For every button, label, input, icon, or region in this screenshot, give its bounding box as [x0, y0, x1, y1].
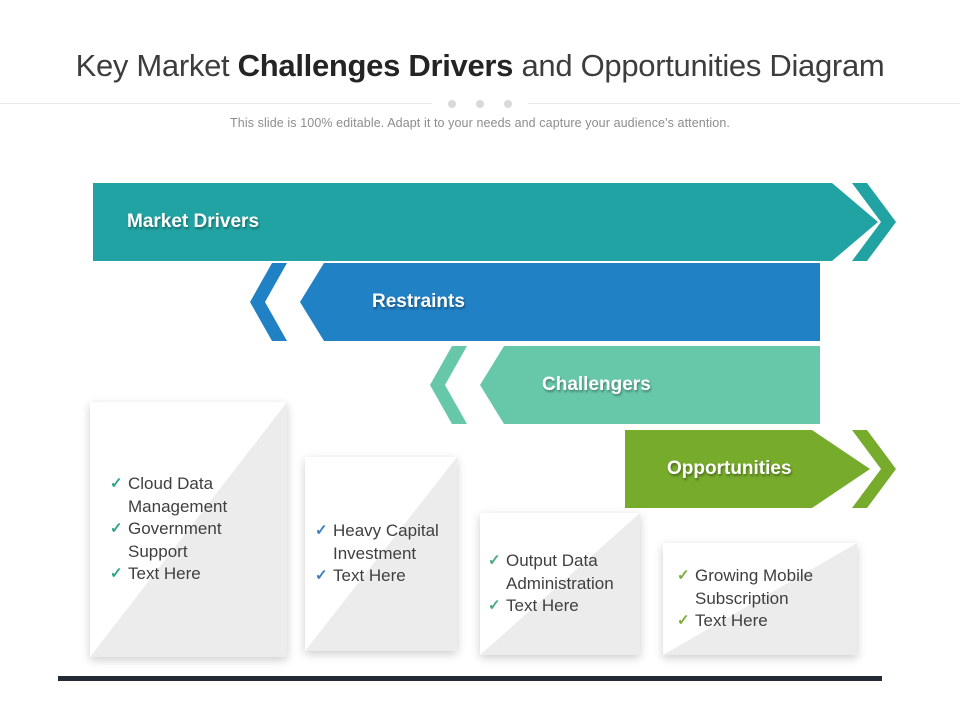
check-icon: ✓ [315, 522, 328, 540]
chevron-left-icon [250, 263, 287, 341]
check-icon: ✓ [315, 567, 328, 585]
card-challengers: ✓ Output Data Administration ✓ Text Here [480, 513, 640, 655]
list-item-text: Text Here [128, 564, 201, 584]
list-item: ✓ Text Here [315, 565, 453, 588]
title-emphasis: Challenges Drivers [237, 48, 514, 83]
list-item: ✓ Cloud Data Management [110, 473, 281, 518]
dot-icon [448, 99, 456, 108]
check-icon: ✓ [677, 567, 690, 585]
check-icon: ✓ [110, 565, 123, 583]
card-item-list: ✓ Growing Mobile Subscription ✓ Text Here [677, 565, 853, 633]
check-icon: ✓ [110, 520, 123, 538]
divider-dots [432, 96, 528, 111]
list-item-text: Cloud Data Management [128, 474, 228, 516]
list-item-text: Text Here [506, 596, 579, 616]
banner-market-drivers: Market Drivers [93, 183, 878, 261]
page-title: Key Market Challenges Drivers and Opport… [0, 48, 960, 84]
banner-restraints: Restraints [300, 263, 820, 341]
list-item: ✓ Text Here [488, 595, 636, 618]
check-icon: ✓ [677, 612, 690, 630]
card-opportunities: ✓ Growing Mobile Subscription ✓ Text Here [663, 543, 857, 655]
chevron-left-icon [430, 346, 467, 424]
banner-opportunities: Opportunities [625, 430, 870, 508]
list-item-text: Text Here [333, 566, 406, 586]
dot-icon [504, 99, 512, 108]
check-icon: ✓ [488, 552, 501, 570]
banner-challengers: Challengers [480, 346, 820, 424]
bottom-rule [58, 676, 882, 681]
title-prefix: Key Market [75, 48, 238, 83]
list-item-text: Government Support [128, 519, 222, 561]
card-market-drivers: ✓ Cloud Data Management ✓ Government Suppo… [90, 402, 287, 657]
banner-restraints-label: Restraints [372, 291, 465, 312]
list-item-text: Output Data Administration [506, 551, 614, 593]
list-item: ✓ Growing Mobile Subscription [677, 565, 853, 610]
check-icon: ✓ [488, 597, 501, 615]
list-item: ✓ Text Here [677, 610, 853, 633]
card-item-list: ✓ Heavy Capital Investment ✓ Text Here [315, 520, 453, 588]
list-item-text: Heavy Capital Investment [333, 521, 439, 563]
card-item-list: ✓ Output Data Administration ✓ Text Here [488, 550, 636, 618]
list-item-text: Growing Mobile Subscription [695, 566, 814, 608]
card-restraints: ✓ Heavy Capital Investment ✓ Text Here [305, 457, 457, 651]
list-item-text: Text Here [695, 611, 768, 631]
dot-icon [476, 99, 484, 108]
banner-opportunities-label: Opportunities [667, 458, 792, 479]
list-item: ✓ Text Here [110, 563, 281, 586]
card-item-list: ✓ Cloud Data Management ✓ Government Suppo… [110, 473, 281, 586]
banner-market-drivers-label: Market Drivers [127, 211, 260, 232]
list-item: ✓ Government Support [110, 518, 281, 563]
list-item: ✓ Output Data Administration [488, 550, 636, 595]
subtitle: This slide is 100% editable. Adapt it to… [230, 116, 730, 130]
title-suffix: and Opportunities Diagram [513, 48, 885, 83]
list-item: ✓ Heavy Capital Investment [315, 520, 453, 565]
banner-challengers-label: Challengers [542, 374, 651, 395]
check-icon: ✓ [110, 475, 123, 493]
